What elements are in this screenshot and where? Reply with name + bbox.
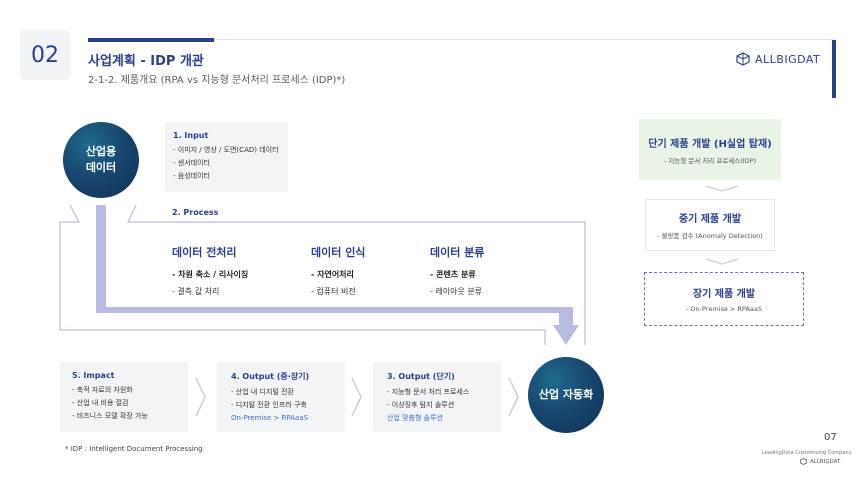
output-mid-long-title: 4. Output (중·장기)	[231, 372, 310, 381]
logo-text: ALLBIGDAT	[755, 52, 821, 66]
footer-company: LeadingData Customizing Company	[762, 450, 852, 456]
impact-item: - 축적 자료의 자원화	[72, 386, 133, 394]
roadmap-mid-box: 중기 제품 개발 - 불량품 검수 (Anomaly Detection)	[645, 199, 775, 251]
impact-item: - 비즈니스 모델 확장 가능	[72, 412, 148, 420]
impact-title: 5. Impact	[72, 371, 115, 380]
roadmap-long-box: 장기 제품 개발 - On-Premise > RPAaaS	[644, 272, 804, 326]
output-mid-long-item: - 디지털 전환 인프라 구축	[231, 401, 307, 409]
input-box: 1. Input - 이미지 / 영상 / 도면(CAD) 데이터 - 센서데이…	[165, 122, 288, 192]
roadmap-chevron-2	[705, 258, 739, 265]
process-outline	[59, 204, 586, 345]
chevron-impact	[195, 377, 206, 417]
output-mid-long-item: - 산업 내 디지털 전환	[231, 388, 294, 396]
input-item: - 센서데이터	[173, 159, 210, 167]
footer-logo-text: ALLBIGDAT	[810, 458, 841, 465]
industrial-data-label: 산업용 데이터	[85, 145, 117, 174]
industrial-automation-label: 산업 자동화	[538, 388, 594, 401]
process-column-title: 데이터 전처리	[172, 246, 237, 259]
process-column-title: 데이터 분류	[430, 246, 485, 259]
roadmap-short-box: 단기 제품 개발 (H실업 탑재) - 지능형 문서 처리 프로세스(IDP)	[639, 119, 781, 180]
right-accent-bar	[832, 40, 836, 98]
roadmap-mid-sub: - 불량품 검수 (Anomaly Detection)	[657, 232, 763, 240]
output-short-box: 3. Output (단기) - 지능형 문서 처리 프로세스 - 이상징후 탐…	[373, 362, 501, 432]
flow-arrow	[96, 205, 579, 345]
brand-logo: ALLBIGDAT	[736, 52, 820, 66]
output-short-note: 산업 맞춤형 솔루션	[387, 414, 443, 422]
input-title: 1. Input	[173, 131, 209, 140]
process-column-recognition: 데이터 인식 - 자연어처리 - 컴퓨터 비전	[311, 244, 365, 300]
page-subtitle: 2-1-2. 제품개요 (RPA vs 지능형 문서처리 프로세스 (IDP)*…	[88, 75, 346, 86]
impact-item: - 산업 내 비용 절감	[72, 399, 129, 407]
roadmap-long-title: 장기 제품 개발	[692, 289, 756, 300]
chevron-mid-long	[351, 377, 362, 417]
title-divider	[214, 39, 834, 40]
process-column-classification: 데이터 분류 - 콘텐츠 분류 - 레이아웃 분류	[430, 244, 484, 300]
process-item: - 자연어처리	[311, 270, 354, 279]
section-number: 02	[20, 30, 70, 80]
footnote: * IDP : Intelligent Document Processing	[65, 445, 203, 453]
industrial-data-circle: 산업용 데이터	[63, 122, 139, 198]
process-item: - 레이아웃 분류	[430, 287, 483, 296]
process-item: - 컴퓨터 비전	[311, 287, 356, 296]
input-item: - 음성데이터	[173, 172, 210, 180]
impact-box: 5. Impact - 축적 자료의 자원화 - 산업 내 비용 절감 - 비즈…	[60, 362, 188, 432]
roadmap-chevron-1	[705, 185, 739, 192]
roadmap-short-sub: - 지능형 문서 처리 프로세스(IDP)	[663, 156, 757, 165]
footer-logo: ALLBIGDAT	[800, 458, 840, 465]
chevron-short	[508, 377, 519, 417]
output-short-title: 3. Output (단기)	[387, 372, 455, 381]
output-short-item: - 지능형 문서 처리 프로세스	[387, 388, 470, 396]
title-accent-bar	[88, 38, 214, 42]
input-item: - 이미지 / 영상 / 도면(CAD) 데이터	[173, 146, 279, 154]
output-mid-long-note: On-Premise > RPAaaS	[231, 414, 309, 422]
page-number: 07	[824, 432, 837, 443]
allbigdat-logo-icon	[736, 52, 750, 66]
output-mid-long-box: 4. Output (중·장기) - 산업 내 디지털 전환 - 디지털 전환 …	[217, 362, 345, 432]
output-short-item: - 이상징후 탐지 솔루션	[387, 401, 455, 409]
roadmap-mid-title: 중기 제품 개발	[678, 214, 742, 225]
process-item: - 차원 축소 / 리사이징	[172, 270, 249, 279]
process-item: - 결측 값 처리	[172, 287, 220, 296]
page-title: 사업계획 - IDP 개관	[88, 54, 204, 69]
industrial-automation-circle: 산업 자동화	[528, 357, 604, 433]
process-label: 2. Process	[172, 208, 219, 217]
roadmap-short-title: 단기 제품 개발 (H실업 탑재)	[648, 138, 772, 150]
footer-logo-icon	[800, 458, 807, 465]
process-column-preprocessing: 데이터 전처리 - 차원 축소 / 리사이징 - 결측 값 처리	[172, 244, 248, 300]
process-item: - 콘텐츠 분류	[430, 270, 476, 279]
roadmap-long-sub: - On-Premise > RPAaaS	[686, 305, 762, 313]
process-column-title: 데이터 인식	[311, 246, 366, 259]
